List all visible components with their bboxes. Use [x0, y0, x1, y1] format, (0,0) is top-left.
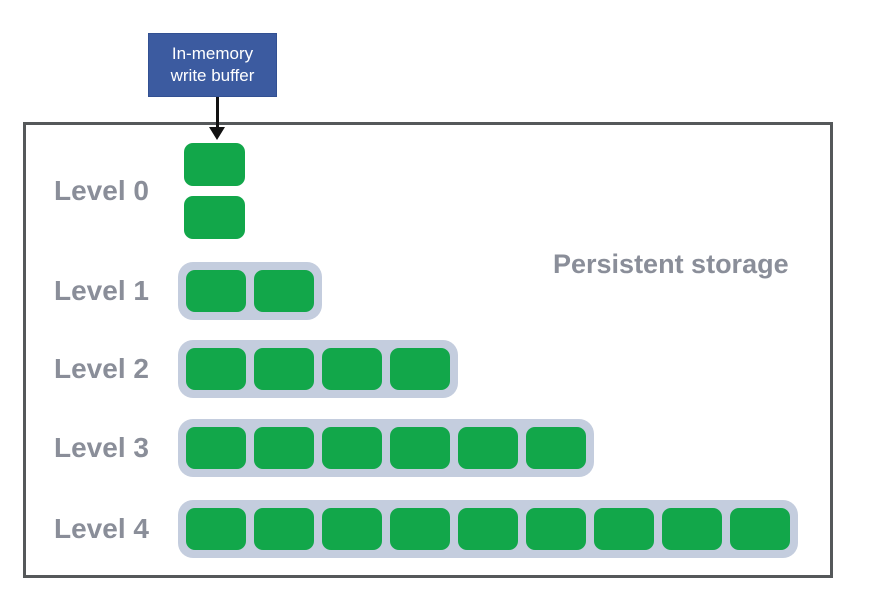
level-label-4: Level 4 — [54, 513, 149, 544]
buffer-label-line1: In-memory — [171, 44, 254, 63]
sstable-block — [254, 348, 314, 390]
sstable-block — [526, 508, 586, 550]
sstable-block — [458, 427, 518, 469]
sstable-block — [458, 508, 518, 550]
sstable-block — [390, 427, 450, 469]
sstable-block — [254, 508, 314, 550]
sstable-block — [186, 348, 246, 390]
buffer-label-line2: write buffer — [170, 66, 255, 85]
sstable-group-level-4 — [178, 500, 798, 558]
sstable-group-level-1 — [178, 262, 322, 320]
level-label-1: Level 1 — [54, 275, 149, 306]
level-label-0: Level 0 — [54, 175, 149, 206]
level-label-3: Level 3 — [54, 432, 149, 463]
sstable-group-level-3 — [178, 419, 594, 477]
sstable-block — [184, 196, 245, 239]
sstable-block — [730, 508, 790, 550]
in-memory-write-buffer: In-memory write buffer — [148, 33, 277, 97]
flush-arrow-stem — [216, 97, 219, 128]
sstable-block — [322, 508, 382, 550]
sstable-block — [254, 270, 314, 312]
sstable-block — [594, 508, 654, 550]
sstable-block — [186, 508, 246, 550]
sstable-block — [184, 143, 245, 186]
sstable-block — [322, 427, 382, 469]
persistent-storage-label: Persistent storage — [553, 249, 789, 279]
sstable-group-level-2 — [178, 340, 458, 398]
sstable-block — [186, 270, 246, 312]
sstable-block — [254, 427, 314, 469]
sstable-block — [390, 348, 450, 390]
sstable-block — [322, 348, 382, 390]
level-label-2: Level 2 — [54, 353, 149, 384]
sstable-block — [186, 427, 246, 469]
sstable-block — [662, 508, 722, 550]
persistent-storage-box — [23, 122, 833, 578]
sstable-block — [390, 508, 450, 550]
flush-arrow-head-icon — [209, 127, 225, 140]
sstable-block — [526, 427, 586, 469]
